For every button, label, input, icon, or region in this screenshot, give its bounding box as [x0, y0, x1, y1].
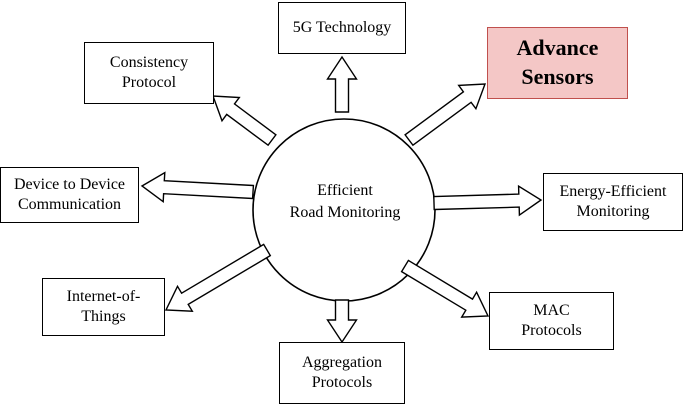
node-internet-of-things: Internet-of- Things — [42, 278, 165, 336]
node-aggregation-protocols: Aggregation Protocols — [279, 342, 405, 404]
node-device-to-device: Device to Device Communication — [0, 167, 139, 223]
arrow-to-device-to-device — [140, 171, 255, 204]
node-advance-sensors: Advance Sensors — [487, 27, 628, 99]
arrow-to-advance-sensors — [404, 83, 487, 147]
arrow-to-internet-of-things — [164, 243, 272, 312]
arrow-to-consistency-protocol — [211, 95, 277, 147]
node-mac-protocols: MAC Protocols — [489, 292, 614, 350]
node-energy-efficient: Energy-Efficient Monitoring — [543, 173, 683, 231]
arrow-to-mac-protocols — [400, 259, 490, 318]
center-label: Efficient Road Monitoring — [289, 182, 401, 222]
arrow-to-5g-technology — [326, 55, 358, 113]
arrow-to-energy-efficient — [433, 184, 543, 217]
node-5g-technology: 5G Technology — [278, 2, 406, 54]
arrow-to-aggregation-protocols — [326, 299, 358, 344]
node-consistency-protocol: Consistency Protocol — [84, 42, 214, 104]
